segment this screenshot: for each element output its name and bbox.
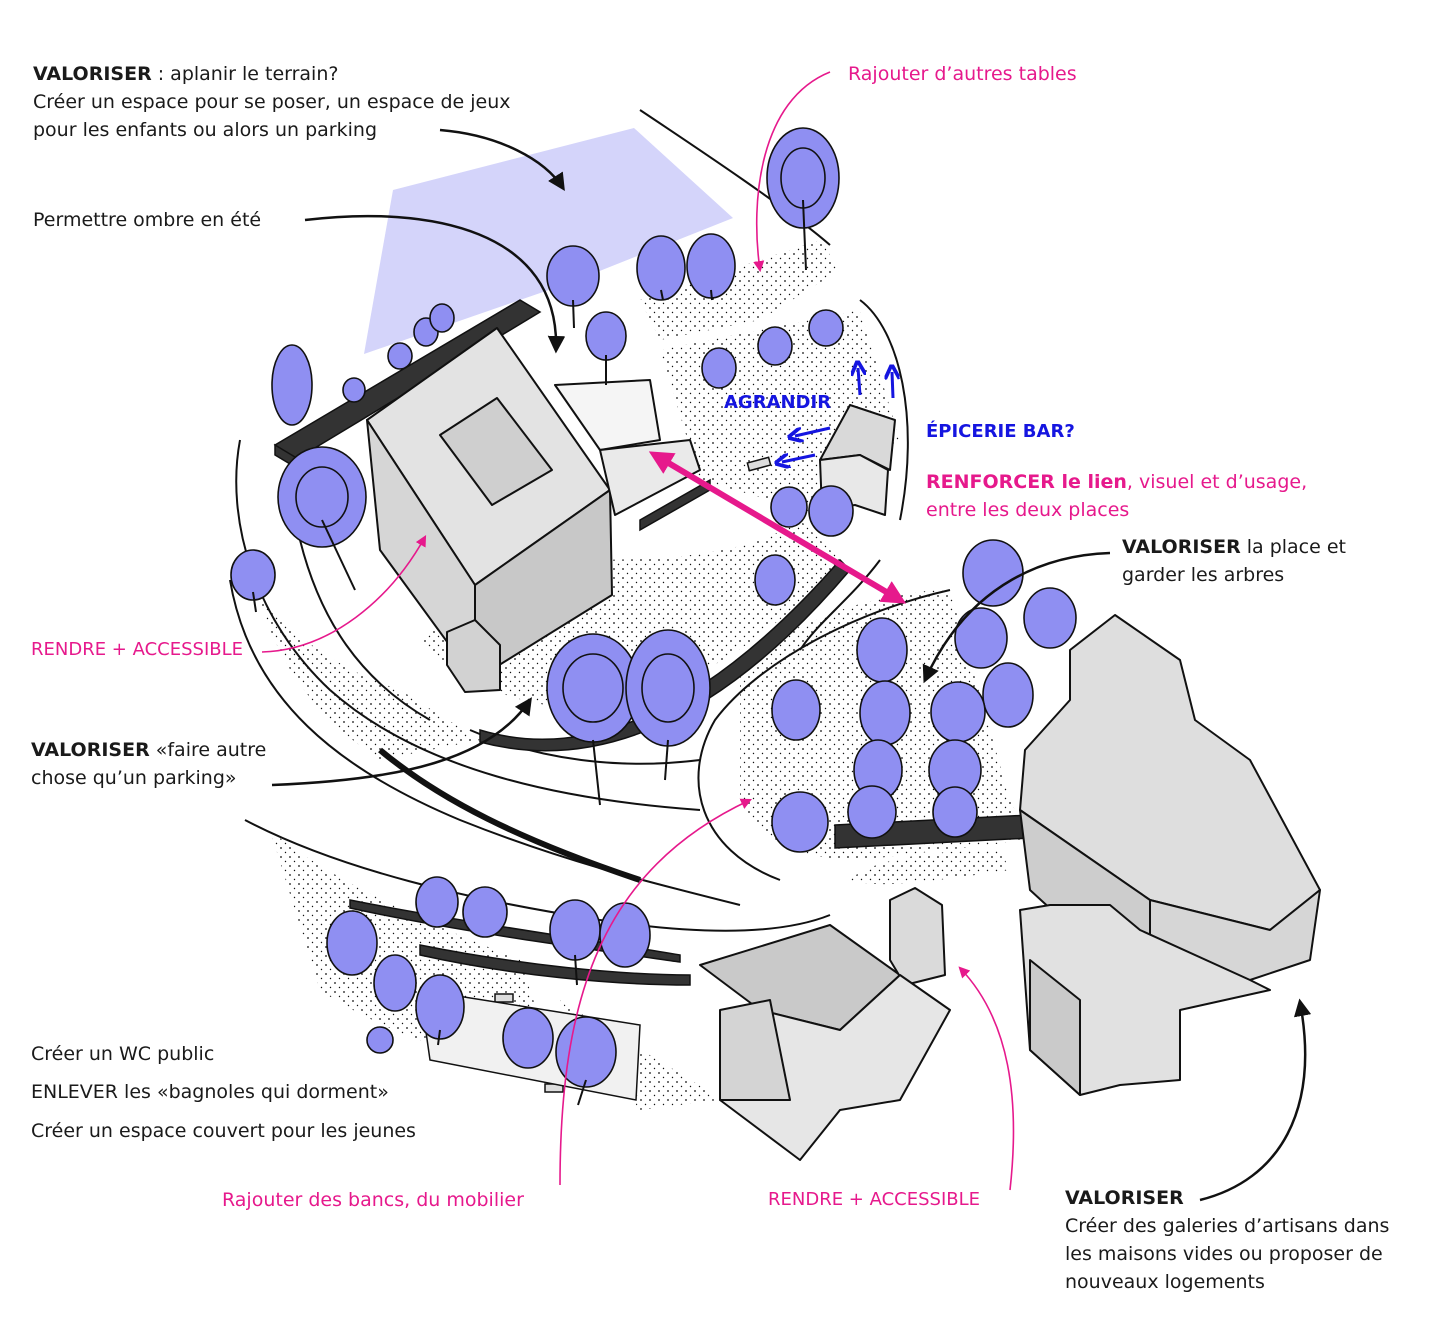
valoriser-line: les maisons vides ou proposer de [1065, 1243, 1383, 1265]
valoriser-rest: «faire autre [149, 739, 267, 761]
note-ombre: Permettre ombre en été [33, 209, 262, 231]
valoriser-line: Créer des galeries d’artisans dans [1065, 1215, 1390, 1237]
note-accessible-left: RENDRE + ACCESSIBLE [31, 639, 244, 660]
note-valoriser-place: VALORISER la place et garder les arbres [1122, 533, 1346, 589]
black-arrows [271, 128, 1312, 1202]
valoriser-title: VALORISER [1122, 536, 1241, 558]
note-accessible-bottom: RENDRE + ACCESSIBLE [768, 1189, 981, 1210]
note-wc: Créer un WC public [31, 1043, 215, 1065]
note-espace-couvert: Créer un espace couvert pour les jeunes [31, 1120, 416, 1142]
terrain-zone [364, 128, 733, 354]
renforcer-rest: , visuel et d’usage, [1126, 471, 1308, 493]
valoriser-title: VALORISER [1065, 1187, 1184, 1209]
link-double-arrow [648, 451, 907, 604]
note-bancs: Rajouter des bancs, du mobilier [222, 1189, 524, 1211]
tree-trunks [252, 199, 807, 1106]
renforcer-line: entre les deux places [926, 499, 1130, 521]
valoriser-line: Créer un espace pour se poser, un espace… [33, 91, 511, 113]
label-agrandir: AGRANDIR [724, 392, 832, 413]
valoriser-rest: la place et [1240, 536, 1347, 558]
note-bagnoles: ENLEVER les «bagnoles qui dorment» [31, 1081, 389, 1103]
pink-arrows [261, 71, 1015, 1191]
note-rajouter-tables: Rajouter d’autres tables [848, 63, 1077, 85]
label-epicerie-bar: ÉPICERIE BAR? [926, 421, 1075, 442]
valoriser-line: chose qu’un parking» [31, 767, 237, 789]
note-renforcer: RENFORCER le lien, visuel et d’usage, en… [926, 468, 1307, 524]
agrandir-arrows [782, 368, 893, 462]
note-valoriser-terrain: VALORISER : aplanir le terrain? Créer un… [33, 60, 511, 144]
valoriser-title: VALORISER [31, 739, 150, 761]
note-valoriser-parking: VALORISER «faire autre chose qu’un parki… [31, 736, 266, 792]
valoriser-title: VALORISER [33, 63, 152, 85]
valoriser-line: garder les arbres [1122, 564, 1285, 586]
valoriser-line: pour les enfants ou alors un parking [33, 119, 378, 141]
valoriser-line: nouveaux logements [1065, 1271, 1265, 1293]
valoriser-rest: : aplanir le terrain? [151, 63, 339, 85]
renforcer-title: RENFORCER le lien [926, 471, 1127, 493]
note-valoriser-galeries: VALORISER Créer des galeries d’artisans … [1065, 1184, 1389, 1296]
